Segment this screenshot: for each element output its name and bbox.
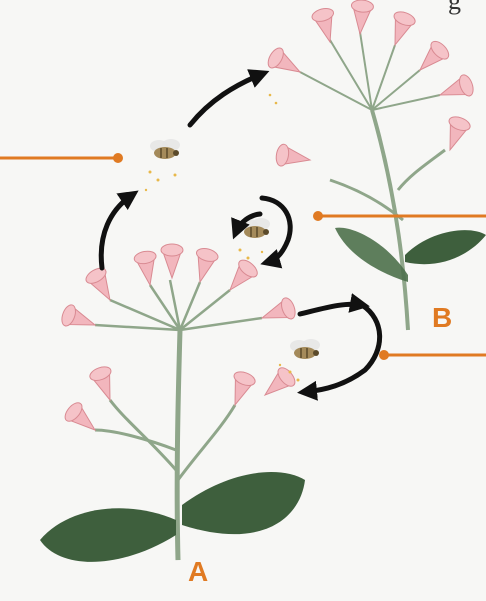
plant-b-label: B [432,302,452,334]
pointer-line [379,350,486,360]
plant-a [40,244,305,562]
bee-icon [290,339,320,359]
pointer-line [313,211,486,221]
plant-a-label: A [188,556,208,588]
pollen-dots [145,94,300,382]
plant-b [265,0,486,330]
pointer-line [0,153,123,163]
bee-icon [150,139,180,159]
